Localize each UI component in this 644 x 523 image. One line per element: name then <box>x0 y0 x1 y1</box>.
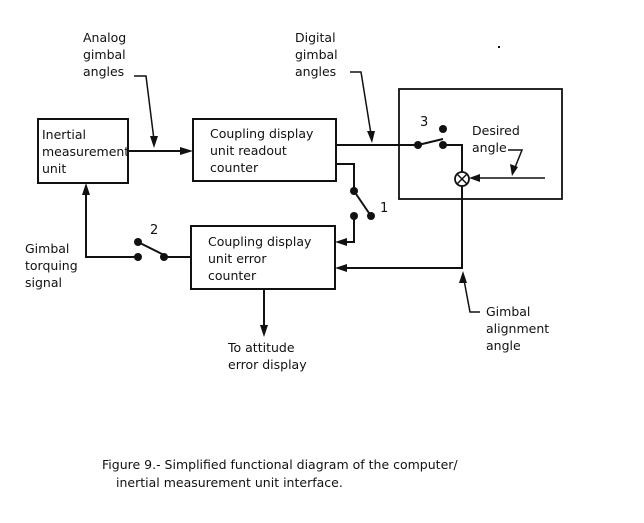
desired-leader-line <box>508 149 524 171</box>
digital-label-line1: Digital <box>295 30 336 45</box>
digital-leader-arrowhead <box>367 131 375 143</box>
switch-1-blade <box>353 190 372 217</box>
digital-label-line3: angles <box>295 64 336 79</box>
switch-3-blade <box>417 138 444 146</box>
readout-counter-block: Coupling display unit readout counter <box>192 118 337 182</box>
gimbal-alignment-angle-label: Gimbal alignment angle <box>459 271 549 353</box>
analog-label-line3: angles <box>83 64 124 79</box>
switch-3: 3 <box>414 115 447 149</box>
error-counter-label-line1: Coupling display <box>208 234 312 249</box>
attitude-output-arrowhead <box>260 325 268 337</box>
desired-label-line2: angle <box>472 140 507 155</box>
switch-2: 2 <box>134 223 168 261</box>
digital-gimbal-angles-label: Digital gimbal angles <box>295 30 375 143</box>
analog-leader-arrowhead <box>150 136 158 148</box>
analog-label-line2: gimbal <box>83 47 126 62</box>
attitude-error-display-label: To attitude error display <box>227 340 307 372</box>
caption-line1: Figure 9.- Simplified functional diagram… <box>102 457 458 472</box>
torquing-signal-arrowhead <box>82 183 90 195</box>
analog-leader-line <box>134 75 155 141</box>
figure-caption: Figure 9.- Simplified functional diagram… <box>102 457 458 490</box>
desired-leader-arrowhead <box>510 164 518 176</box>
error-counter-block: Coupling display unit error counter <box>190 225 336 290</box>
attitude-label-line2: error display <box>228 357 307 372</box>
desired-label-line1: Desired <box>472 123 520 138</box>
readout-counter-box <box>192 118 337 182</box>
imu-box <box>37 118 129 184</box>
imu-label-line1: Inertial <box>42 127 86 142</box>
alignment-signal-line <box>344 186 463 269</box>
torquing-label-line3: signal <box>25 275 62 290</box>
readout-counter-label-line3: counter <box>210 160 259 175</box>
digital-label-line2: gimbal <box>295 47 338 62</box>
switch1-arrowhead <box>335 238 347 246</box>
switch-1-label: 1 <box>380 201 388 216</box>
gimbal-torquing-signal-label: Gimbal torquing signal <box>25 241 78 290</box>
alignment-leader-line <box>463 279 480 313</box>
alignment-label-line1: Gimbal <box>486 304 530 319</box>
desired-angle-arrowhead <box>469 174 480 182</box>
switch-3-label: 3 <box>420 115 428 130</box>
desired-angle-label: Desired angle <box>472 123 524 176</box>
scan-speck <box>498 46 500 48</box>
switch1-to-error-counter-line <box>344 216 355 243</box>
alignment-label-line2: alignment <box>486 321 549 336</box>
torquing-label-line1: Gimbal <box>25 241 69 256</box>
summing-junction <box>454 171 470 187</box>
alignment-signal-arrowhead <box>335 264 347 272</box>
readout-to-switch1-line <box>336 163 355 190</box>
caption-line2: inertial measurement unit interface. <box>116 475 343 490</box>
alignment-label-line3: angle <box>486 338 521 353</box>
error-counter-label-line2: unit error <box>208 251 267 266</box>
analog-signal-arrowhead <box>180 147 193 155</box>
switch3-to-summer-line <box>443 144 463 172</box>
error-counter-label-line3: counter <box>208 268 257 283</box>
analog-label-line1: Analog <box>83 30 126 45</box>
switch-1: 1 <box>350 187 388 220</box>
switch-3-contact-top <box>439 125 447 133</box>
imu-label-line3: unit <box>42 161 66 176</box>
attitude-label-line1: To attitude <box>227 340 295 355</box>
analog-gimbal-angles-label: Analog gimbal angles <box>83 30 158 148</box>
switch-2-blade <box>137 241 165 256</box>
summing-junction-cross-b <box>456 173 468 185</box>
imu-label-line2: measurement <box>42 144 129 159</box>
digital-leader-line <box>350 71 372 135</box>
readout-counter-label-line2: unit readout <box>210 143 287 158</box>
torquing-signal-line <box>85 194 138 258</box>
imu-block: Inertial measurement unit <box>37 118 129 184</box>
switch-2-label: 2 <box>150 223 158 238</box>
readout-counter-label-line1: Coupling display <box>210 126 314 141</box>
alignment-leader-arrowhead <box>459 271 467 283</box>
torquing-label-line2: torquing <box>25 258 78 273</box>
